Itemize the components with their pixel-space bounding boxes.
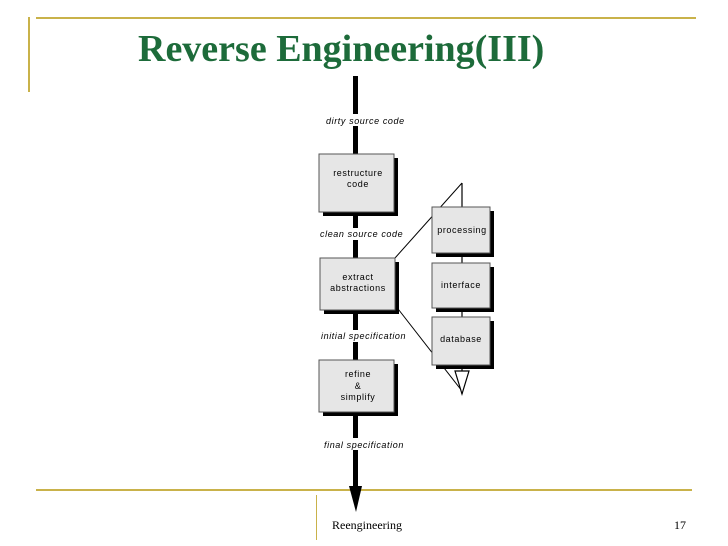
step-refine-simplify: refine & simplify [318,359,398,416]
step-extract-line2: abstractions [330,283,386,293]
label-clean-source-code-text: clean source code [320,229,403,239]
page-number: 17 [674,518,686,532]
label-final-specification-text: final specification [324,440,404,450]
abstraction-interface: interface [431,262,494,312]
step-restructure-line2: code [347,179,369,189]
connector-lower [394,304,463,392]
footer-divider [316,495,317,540]
abstraction-processing-label: processing [437,225,487,235]
bottom-rule [36,489,692,491]
connector-upper [394,182,463,259]
step-extract-line1: extract [342,272,373,282]
label-initial-specification: initial specification [318,330,406,342]
label-final-specification: final specification [320,438,404,450]
step-extract-abstractions: extract abstractions [319,257,399,314]
step-restructure-code: restructure code [318,153,398,216]
flow-arrowhead [349,486,362,512]
abstraction-database-label: database [440,334,482,344]
abstraction-interface-label: interface [441,280,481,290]
top-rule [36,17,696,19]
abstraction-database: database [431,316,494,369]
label-dirty-source-code: dirty source code [322,114,405,126]
footer-title: Reengineering [332,518,402,532]
step-refine-line1: refine [345,369,371,379]
step-refine-line3: simplify [341,392,376,402]
label-clean-source-code: clean source code [316,228,403,240]
abstraction-processing: processing [431,206,494,257]
step-restructure-line1: restructure [333,168,383,178]
label-dirty-source-code-text: dirty source code [326,116,405,126]
left-rule [28,17,30,92]
slide-title: Reverse Engineering(III) [138,28,545,70]
label-initial-specification-text: initial specification [321,331,406,341]
step-refine-line2: & [355,381,362,391]
